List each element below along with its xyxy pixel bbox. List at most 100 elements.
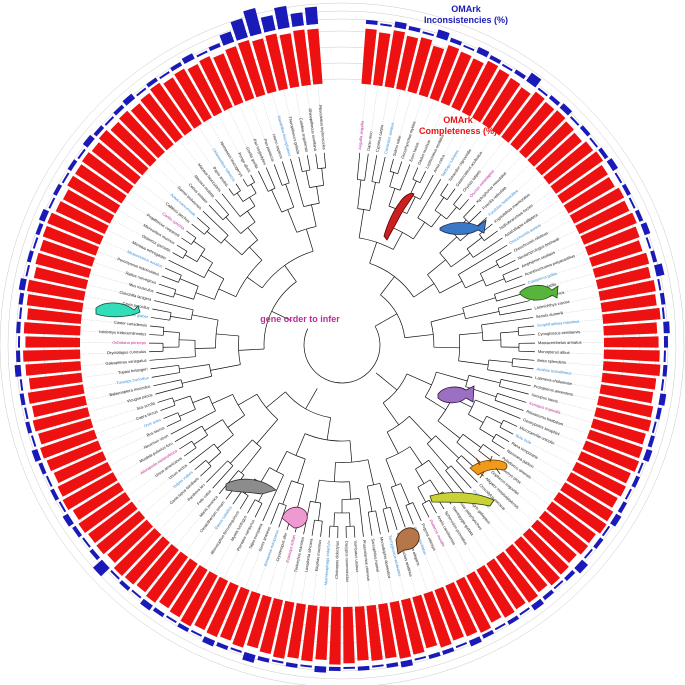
tree-branch bbox=[430, 312, 465, 323]
leader-line bbox=[89, 273, 134, 286]
tree-branch bbox=[487, 359, 490, 370]
completeness-bar bbox=[136, 544, 179, 593]
inconsistency-bar bbox=[242, 651, 256, 663]
tree-branch bbox=[170, 316, 192, 321]
completeness-bar bbox=[40, 429, 98, 459]
inconsistency-bar bbox=[660, 379, 665, 391]
inconsistency-bar bbox=[663, 336, 669, 348]
leader-line bbox=[361, 84, 367, 129]
eel-silhouette bbox=[383, 193, 415, 241]
leader-line bbox=[555, 295, 600, 305]
inconsistency-bar bbox=[640, 222, 651, 236]
tree-branch bbox=[389, 507, 398, 531]
inconsistency-bar bbox=[300, 664, 312, 668]
tree-branch bbox=[406, 196, 416, 214]
tree-branch bbox=[511, 358, 514, 367]
tree-branch bbox=[389, 172, 395, 187]
inconsistency-bar bbox=[170, 62, 183, 72]
tree-branch bbox=[281, 161, 290, 184]
tree-branch bbox=[463, 204, 476, 218]
tree-branch bbox=[208, 269, 225, 280]
completeness-bar bbox=[88, 501, 138, 544]
tree-branch bbox=[446, 206, 457, 220]
tree-branch bbox=[305, 388, 318, 410]
tree-branch bbox=[163, 330, 180, 333]
leader-line bbox=[444, 114, 467, 154]
tree-branch bbox=[405, 505, 414, 525]
completeness-bar bbox=[27, 279, 86, 301]
inconsistency-bar bbox=[110, 570, 120, 580]
inconsistency-bar bbox=[14, 364, 22, 377]
inconsistency-bars bbox=[14, 5, 670, 673]
leader-line bbox=[513, 477, 550, 506]
inconsistency-bar bbox=[531, 598, 544, 611]
leader-line bbox=[427, 103, 446, 146]
tree-branch bbox=[367, 459, 375, 485]
tree-branch bbox=[328, 526, 331, 538]
tip-label: Elephas maximus bbox=[314, 539, 322, 571]
completeness-bar bbox=[366, 604, 383, 661]
leader-line bbox=[193, 523, 220, 562]
tip-label: Choloepus didactylus bbox=[334, 541, 340, 579]
completeness-bar bbox=[23, 322, 81, 336]
leader-line bbox=[504, 171, 539, 202]
completeness-bar bbox=[546, 501, 596, 544]
inconsistency-bar bbox=[24, 407, 29, 420]
tree-branch bbox=[209, 364, 213, 377]
tree-branch bbox=[304, 433, 351, 442]
inconsistency-bar bbox=[25, 421, 33, 434]
inconsistency-bar bbox=[58, 501, 67, 513]
completeness-bar bbox=[329, 606, 341, 665]
completeness-bars bbox=[23, 28, 661, 665]
tip-label: Piliocolobus tephrosceles bbox=[318, 105, 327, 150]
inconsistency-bar bbox=[653, 263, 665, 277]
tree-branch bbox=[250, 184, 257, 194]
completeness-bar bbox=[62, 189, 115, 224]
tip-label: Danio rerio bbox=[366, 130, 374, 151]
completeness-bar bbox=[72, 482, 124, 521]
tip-label: Sus scrofa bbox=[136, 400, 156, 411]
completeness-bar bbox=[601, 372, 657, 390]
completeness-bar bbox=[32, 407, 90, 432]
tree-branch bbox=[318, 502, 322, 521]
completeness-bar bbox=[531, 519, 577, 564]
tree-branch bbox=[284, 265, 297, 282]
inconsistency-bar bbox=[365, 19, 378, 25]
inconsistency-bar bbox=[650, 250, 658, 263]
completeness-bar bbox=[501, 91, 545, 143]
tip-label: Vombatus ursinus bbox=[353, 540, 360, 572]
leader-line bbox=[178, 139, 208, 176]
tree-branch bbox=[334, 462, 336, 482]
tree-branch bbox=[247, 182, 255, 187]
inconsistency-bar bbox=[593, 537, 604, 549]
tree-branch bbox=[357, 179, 362, 209]
inconsistency-bar bbox=[25, 264, 31, 277]
tree-branch bbox=[415, 468, 425, 484]
inconsistency-bar bbox=[82, 537, 91, 548]
completeness-bar bbox=[429, 44, 460, 102]
tip-label: Cyprinus carpio bbox=[374, 124, 384, 153]
tree-branch bbox=[192, 314, 219, 321]
completeness-bar bbox=[407, 37, 433, 94]
leader-line bbox=[476, 139, 506, 176]
completeness-bar bbox=[145, 551, 189, 603]
tree-branch bbox=[518, 350, 535, 353]
inconsistency-bar bbox=[271, 659, 284, 664]
tip-label: Dasypus novemcinctus bbox=[344, 541, 350, 582]
tree-branch bbox=[479, 223, 493, 235]
completeness-bar bbox=[33, 266, 89, 290]
tip-label: Loxodonta africana bbox=[303, 537, 313, 572]
tree-branch bbox=[201, 425, 208, 436]
completeness-bar bbox=[163, 77, 202, 129]
completeness-bar bbox=[237, 39, 266, 98]
tree-branch bbox=[417, 479, 431, 488]
completeness-bar bbox=[575, 200, 630, 235]
leader-line bbox=[501, 492, 535, 524]
leader-line bbox=[558, 352, 604, 355]
tree-branch bbox=[254, 503, 263, 518]
leader-line bbox=[538, 436, 580, 456]
tree-branch bbox=[181, 237, 192, 245]
leader-line bbox=[346, 561, 349, 607]
leader-line bbox=[213, 534, 236, 574]
